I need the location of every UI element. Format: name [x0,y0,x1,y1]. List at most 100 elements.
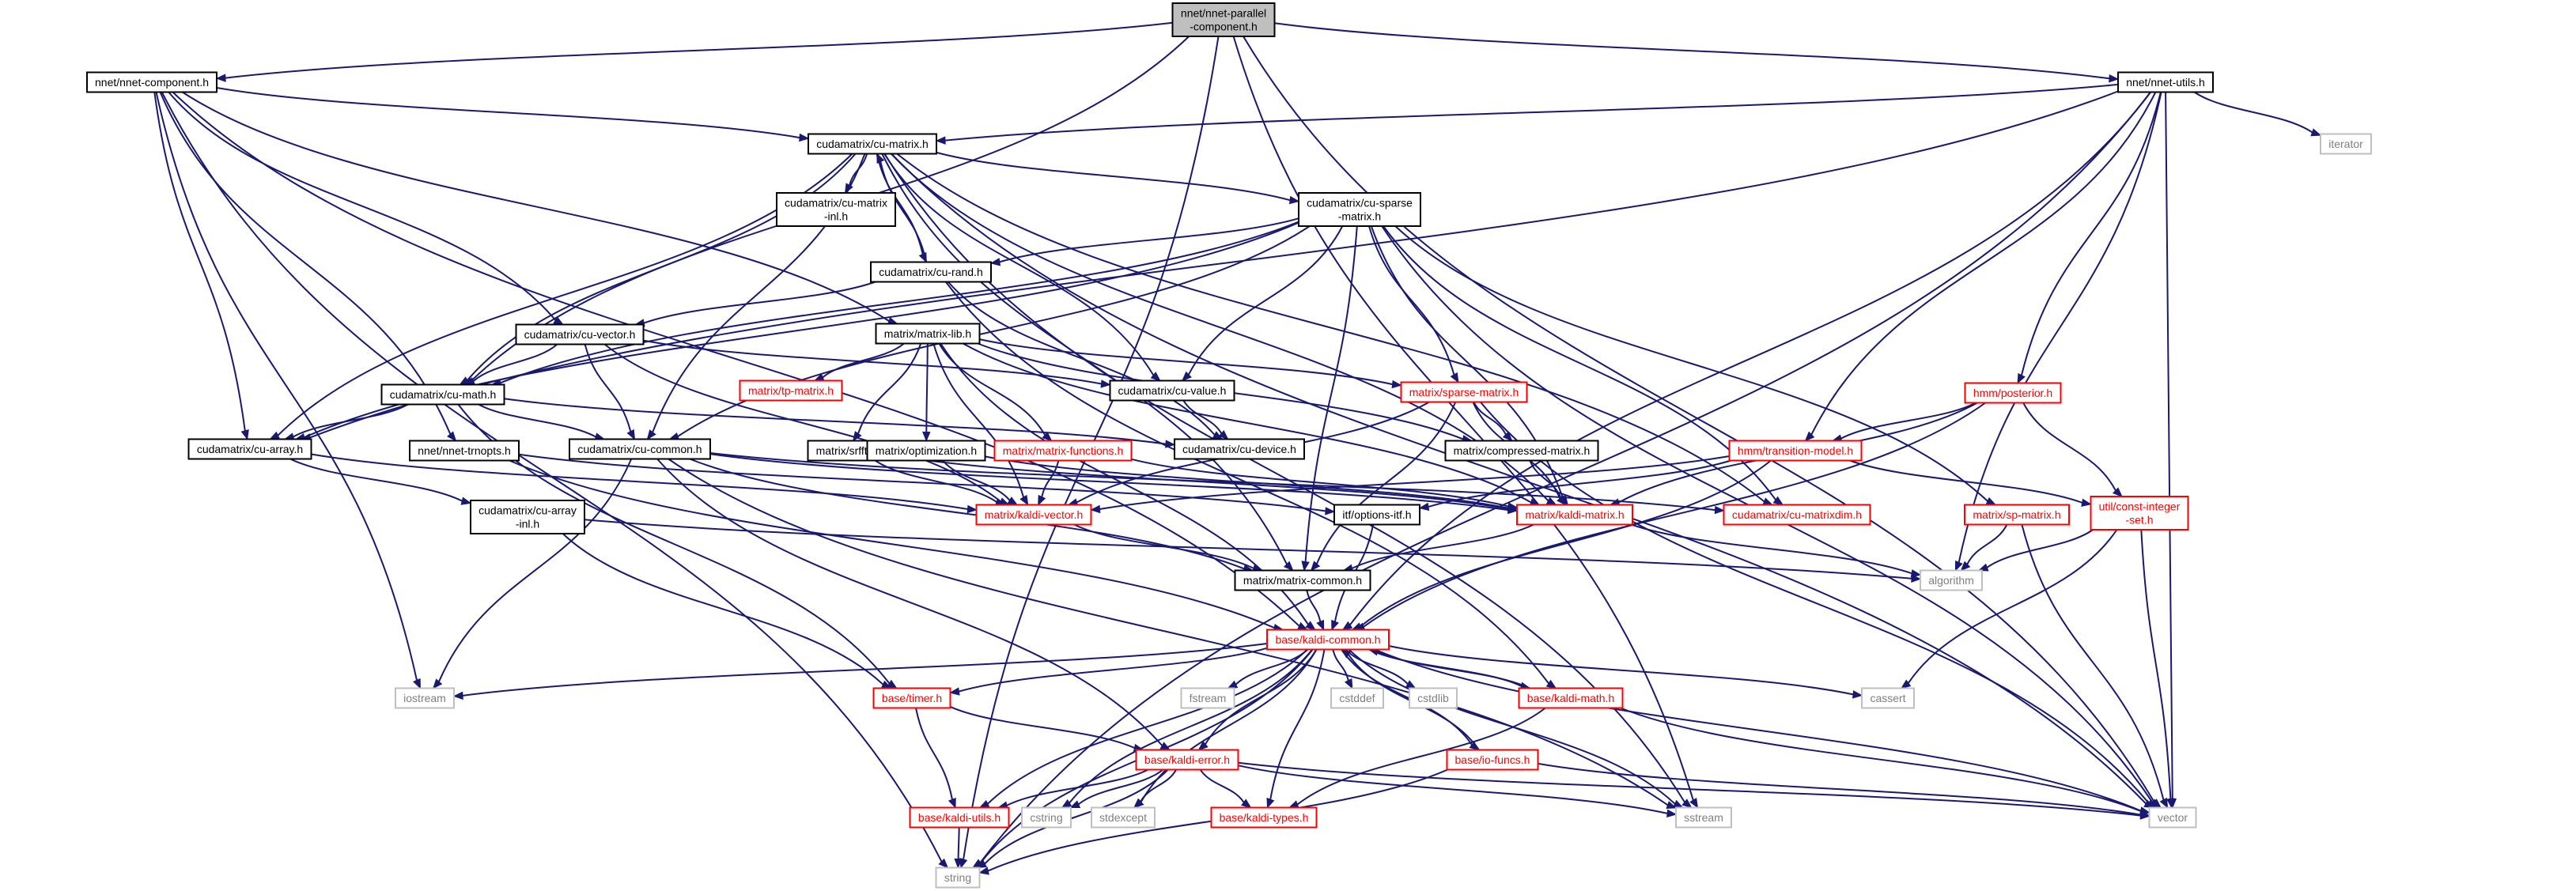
node-box [1330,687,1384,709]
node-label: cudamatrix/cu-math.h [390,388,497,401]
node-cumatrixdim[interactable]: cudamatrix/cu-matrixdim.h [1723,504,1871,526]
node-label: matrix/optimization.h [876,444,977,457]
node-iostream: iostream [395,687,455,709]
edge-line [884,453,1509,510]
node-cumatrixinl[interactable]: cudamatrix/cu-matrix-inl.h [776,192,896,227]
edge-cuvalue-to-cudevice [1182,399,1229,440]
node-curand[interactable]: cudamatrix/cu-rand.h [870,261,992,283]
node-fstream: fstream [1180,687,1235,709]
edge-line [1238,765,1668,814]
node-constint[interactable]: util/const-integer-set.h [2090,496,2189,530]
edge-line [925,343,929,432]
node-timer[interactable]: base/timer.h [872,687,951,709]
node-kaldierror[interactable]: base/kaldi-error.h [1135,749,1239,771]
arrowhead-icon [1181,371,1192,382]
node-iofuncs[interactable]: base/io-funcs.h [1446,749,1539,771]
edge-cumatrix-to-cuvalue [883,153,1161,382]
node-root[interactable]: nnet/nnet-parallel-component.h [1171,2,1276,37]
node-matrixfunctions[interactable]: matrix/matrix-functions.h [993,440,1133,462]
node-box [86,71,218,93]
node-matrixlib[interactable]: matrix/matrix-lib.h [875,323,981,345]
edge-nnetcomp-to-cumatrix [216,87,810,142]
node-cstdlib: cstdlib [1409,687,1458,709]
node-label: iostream [403,692,446,704]
node-box [866,440,986,462]
edge-line [938,342,1046,436]
node-cudevice[interactable]: cudamatrix/cu-device.h [1174,438,1305,460]
arrowhead-icon [240,429,249,440]
arrowhead-icon [1391,379,1402,389]
node-cumath[interactable]: cudamatrix/cu-math.h [380,383,505,406]
edge-nnetutils-to-algorithm [1954,92,2162,572]
node-kaldicommon[interactable]: base/kaldi-common.h [1266,629,1390,651]
edge-line [1296,707,1546,806]
arrowhead-icon [1150,372,1161,382]
edge-line [462,643,1268,697]
edge-compressed-to-kaldimatrix [1529,460,1568,506]
node-tpmatrix[interactable]: matrix/tp-matrix.h [739,379,843,402]
node-cstddef: cstddef [1330,687,1384,709]
node-box [569,438,711,460]
node-label: nnet/nnet-trnopts.h [418,444,511,457]
node-label: cudamatrix/cu-rand.h [879,266,983,278]
node-cuvector[interactable]: cudamatrix/cu-vector.h [515,323,645,345]
node-spmatrix[interactable]: matrix/sp-matrix.h [1964,504,2070,526]
arrowhead-icon [1960,561,1971,572]
edge-nnetcomp-to-cuarray [153,92,249,440]
node-box [1400,381,1528,403]
node-nnettrnopts[interactable]: nnet/nnet-trnopts.h [409,440,520,462]
edge-cumatrix-to-cusparse [936,151,1300,205]
edge-line [1078,768,1164,806]
node-kalditypes[interactable]: base/kaldi-types.h [1210,806,1318,829]
node-label: cudamatrix/cu-array.h [197,443,303,455]
node-cucommon[interactable]: cudamatrix/cu-common.h [569,438,711,460]
node-posterior[interactable]: hmm/posterior.h [1964,382,2062,404]
node-kaldimatrix[interactable]: matrix/kaldi-matrix.h [1516,504,1633,526]
edge-line [677,225,1311,437]
node-sparsematrix[interactable]: matrix/sparse-matrix.h [1400,381,1528,403]
node-optionsitf[interactable]: itf/options-itf.h [1333,504,1420,526]
node-cusparse[interactable]: cudamatrix/cu-sparse-matrix.h [1298,192,1421,227]
edge-sparsematrix-to-vector [1480,401,2158,809]
node-nnetutils[interactable]: nnet/nnet-utils.h [2117,71,2214,93]
arrowhead-icon [1165,440,1176,448]
node-label: matrix/sp-matrix.h [1973,508,2060,521]
arrowhead-icon [1227,680,1239,689]
node-matrixcommon[interactable]: matrix/matrix-common.h [1234,569,1371,591]
edge-line [963,342,1532,504]
node-kaldiutils[interactable]: base/kaldi-utils.h [909,806,1010,829]
node-label: cudamatrix/cu-matrix [785,197,887,210]
node-kaldimath[interactable]: base/kaldi-math.h [1518,687,1624,709]
node-cuarray[interactable]: cudamatrix/cu-array.h [187,438,312,460]
node-cuarrayinl[interactable]: cudamatrix/cu-array-inl.h [470,500,585,534]
edge-nnetutils-to-cumatrix [935,83,2119,145]
arrowhead-icon [1954,560,1963,572]
edge-line [1349,91,2151,626]
node-label: iterator [2328,138,2363,150]
edge-line [1332,649,1349,681]
edge-cusparse-to-curand [989,217,1299,266]
node-label: stdexcept [1099,811,1147,824]
node-nnetcomp[interactable]: nnet/nnet-component.h [86,71,218,93]
node-optimization[interactable]: matrix/optimization.h [866,440,986,462]
node-box [1234,569,1371,591]
node-transmodel[interactable]: hmm/transition-model.h [1728,440,1863,462]
edge-line [1306,590,1322,622]
node-kaldivector[interactable]: matrix/kaldi-vector.h [975,504,1092,526]
node-box [870,261,992,283]
edge-line [2021,524,2165,800]
edge-matrixlib-to-tpmatrix [813,342,905,382]
edge-line [1480,401,2150,804]
edge-posterior-to-constint [2022,402,2123,497]
arrowhead-icon [1666,809,1678,817]
edge-kaldicommon-to-iostream [452,643,1268,700]
edge-nnetcomp-to-nnettrnopts [159,92,457,442]
node-compressed[interactable]: matrix/compressed-matrix.h [1444,440,1599,462]
edge-line [875,459,997,503]
node-cumatrix[interactable]: cudamatrix/cu-matrix.h [808,133,937,155]
node-cuvalue[interactable]: cudamatrix/cu-value.h [1109,379,1235,402]
arrowhead-icon [954,858,963,869]
edge-line [438,459,633,682]
edge-kaldicommon-to-sstream [1348,648,1684,809]
node-box [1109,379,1235,402]
